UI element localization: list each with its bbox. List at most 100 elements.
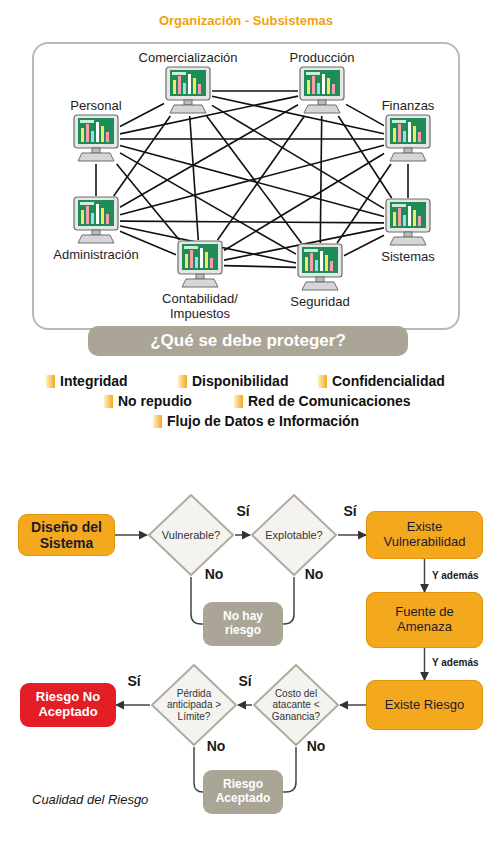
bullet-mark <box>234 395 243 408</box>
bullet-mark <box>178 375 187 388</box>
box-text: No hay riesgo <box>203 610 283 638</box>
flow-connector <box>424 559 426 592</box>
flow-connector <box>338 534 366 536</box>
network-link <box>344 235 384 255</box>
computer-node: Contabilidad/ Impuestos <box>176 240 224 290</box>
network-link <box>320 116 321 243</box>
computer-icon <box>384 198 432 248</box>
bullet-mark <box>46 375 55 388</box>
subsystem-label: Sistemas <box>381 249 434 264</box>
flow-connector <box>340 704 366 706</box>
flow-connector <box>194 747 203 792</box>
edge-label: No <box>207 738 226 754</box>
decision-text: Explotable? <box>263 529 325 542</box>
network-link <box>120 96 298 134</box>
protect-item: Integridad <box>60 373 128 389</box>
computer-icon <box>384 114 432 164</box>
flow-connector <box>191 577 203 624</box>
edge-label: Y además <box>432 570 479 581</box>
frame-title: Organización - Subsistemas <box>34 13 458 28</box>
subsystem-label: Personal <box>70 98 121 113</box>
box-text: Existe Riesgo <box>382 698 467 713</box>
question-band: ¿Qué se debe proteger? <box>88 326 408 356</box>
protect-item: No repudio <box>118 393 192 409</box>
computer-icon <box>176 240 224 290</box>
computer-node: Seguridad <box>296 243 344 293</box>
network-link <box>120 153 296 254</box>
edge-label: Y además <box>432 657 479 668</box>
bullet-mark <box>153 415 162 428</box>
network-link <box>120 145 384 214</box>
network-link <box>407 164 409 198</box>
result-box: Fuente de Amenaza <box>366 592 483 648</box>
network-link <box>224 266 296 268</box>
diamond-shape <box>252 495 336 575</box>
subsystem-label: Contabilidad/ Impuestos <box>152 291 248 321</box>
band-text: ¿Qué se debe proteger? <box>88 326 408 356</box>
flow-connector <box>283 577 294 624</box>
edge-label: Sí <box>127 673 140 689</box>
process-box: Diseño del Sistema <box>18 514 115 556</box>
subsystem-label: Seguridad <box>290 294 349 309</box>
decision-text: Vulnerable? <box>160 529 222 542</box>
diamond-shape <box>149 495 233 575</box>
bullet-mark <box>318 375 327 388</box>
edge-label: No <box>305 566 324 582</box>
computer-node: Sistemas <box>384 198 432 248</box>
diamond-shape <box>152 665 236 745</box>
decision-diamond: Pérdida anticipada > Límite? <box>150 663 238 747</box>
decision-text: Costo del atacante < Ganancia? <box>267 688 325 723</box>
diamond-shape <box>254 665 338 745</box>
protect-item: Red de Comunicaciones <box>248 393 411 409</box>
box-text: Riesgo No Aceptado <box>20 690 116 720</box>
flow-connector <box>116 704 150 706</box>
result-box: Existe Vulnerabilidad <box>366 511 483 559</box>
network-link <box>120 145 384 216</box>
box-text: Fuente de Amenaza <box>374 605 475 635</box>
figure-caption: Cualidad del Riesgo <box>32 792 148 807</box>
subsystem-label: Producción <box>289 50 354 65</box>
decision-diamond: Vulnerable? <box>147 493 235 577</box>
protect-item: Disponibilidad <box>192 373 288 389</box>
flow-connector <box>283 747 296 792</box>
outcome-box: Riesgo Aceptado <box>203 770 283 814</box>
network-link <box>224 154 384 251</box>
network-link <box>120 104 164 127</box>
computer-node: Comercialización <box>164 66 212 116</box>
box-text: Diseño del Sistema <box>19 519 114 551</box>
subsystem-label: Comercialización <box>139 50 238 65</box>
outcome-box: Riesgo No Aceptado <box>20 683 116 727</box>
decision-text: Pérdida anticipada > Límite? <box>165 688 223 723</box>
network-link <box>212 96 384 134</box>
computer-icon <box>298 66 346 116</box>
flow-connector <box>238 704 252 706</box>
network-link <box>120 138 384 140</box>
edge-label: Sí <box>343 503 356 519</box>
edge-label: No <box>205 566 224 582</box>
outcome-box: No hay riesgo <box>203 602 283 646</box>
edge-label: No <box>307 738 326 754</box>
edge-label: Sí <box>236 503 249 519</box>
box-text: Riesgo Aceptado <box>203 778 283 806</box>
decision-diamond: Costo del atacante < Ganancia? <box>252 663 340 747</box>
edge-label: Sí <box>238 673 251 689</box>
box-text: Existe Vulnerabilidad <box>369 520 480 550</box>
flow-connector <box>424 648 426 680</box>
organization-frame: Organización - SubsistemasComercializaci… <box>32 42 460 330</box>
computer-icon <box>296 243 344 293</box>
network-link <box>95 164 97 196</box>
result-box: Existe Riesgo <box>366 680 483 730</box>
bullet-mark <box>104 395 113 408</box>
network-link <box>338 116 391 198</box>
flow-connector <box>115 534 147 536</box>
computer-node: Administración <box>72 196 120 246</box>
flow-connector <box>235 534 250 536</box>
protect-item: Flujo de Datos e Información <box>167 413 359 429</box>
network-link <box>212 90 298 92</box>
computer-node: Finanzas <box>384 114 432 164</box>
decision-diamond: Explotable? <box>250 493 338 577</box>
computer-icon <box>72 196 120 246</box>
subsystem-label: Administración <box>53 247 138 262</box>
network-link <box>120 221 384 223</box>
computer-node: Producción <box>298 66 346 116</box>
